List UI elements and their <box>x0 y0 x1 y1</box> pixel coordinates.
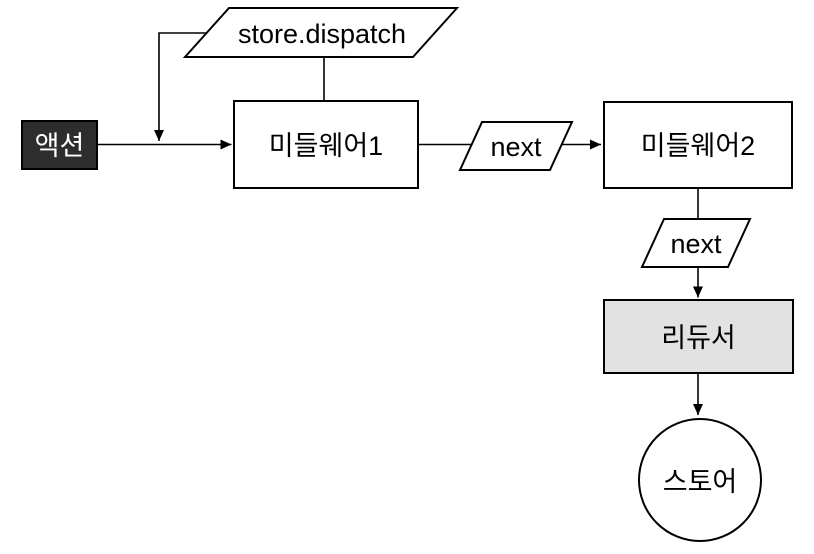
next2-label: next <box>670 229 722 259</box>
reducer-node <box>603 299 794 374</box>
store-node <box>638 418 762 542</box>
middleware2-node <box>603 101 793 189</box>
next2-node <box>640 218 752 268</box>
action-node <box>21 120 98 170</box>
middleware1-node <box>233 100 419 189</box>
next1-node <box>458 121 574 171</box>
connector-dispatch-elbow-arrow <box>154 32 206 141</box>
action-label: 액션 <box>35 131 85 161</box>
middleware1-label: 미들웨어1 <box>269 131 383 161</box>
store-dispatch-node <box>182 7 460 58</box>
next1-label: next <box>490 132 542 162</box>
reducer-label: 리듀서 <box>661 323 736 353</box>
store-label: 스토어 <box>663 467 738 497</box>
middleware2-label: 미들웨어2 <box>641 131 755 161</box>
store-dispatch-label: store.dispatch <box>238 19 406 49</box>
